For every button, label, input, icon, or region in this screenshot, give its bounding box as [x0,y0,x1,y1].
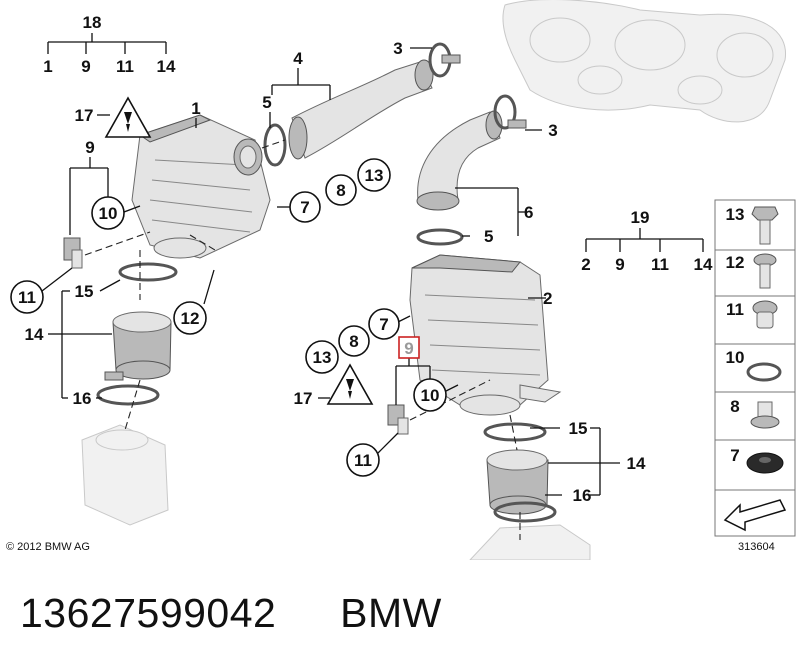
clamp-16-left [96,371,160,406]
callout-15-left: 15 [75,282,94,301]
highlighted-callout-label: 9 [404,339,413,358]
group-19-member: 14 [694,255,713,274]
svg-text:13: 13 [365,166,384,185]
throttle-body-left [81,424,169,526]
copyright-notice: © 2012 BMW AG [6,541,90,553]
svg-text:11: 11 [354,451,372,470]
legend-item-8: 8 [730,397,780,429]
svg-text:13: 13 [313,348,332,367]
brand-name: BMW [340,590,442,636]
intercooler-right [409,254,562,416]
callout-5-right: 5 [484,227,493,246]
group-19-member: 11 [651,255,669,274]
diagram-reference-number: 313604 [738,541,775,553]
charge-pipe-4 [288,59,434,160]
callout-16-left: 16 [73,389,92,408]
legend-item-10: 10 [726,348,782,382]
circle-callout-10-left: 10 [91,196,125,230]
circle-callout-8-right: 8 [338,325,370,357]
svg-text:7: 7 [300,198,309,217]
callout-16-right: 16 [573,486,592,505]
hose-clamp-3-mid [493,94,527,130]
svg-text:8: 8 [730,397,739,416]
sensor-left [63,237,83,269]
circle-callout-11-right: 11 [346,443,380,477]
sensor-right [387,404,409,435]
sleeve-14-left [112,311,172,380]
svg-text:10: 10 [726,348,745,367]
group-19-number: 19 [631,208,650,227]
group-18-number: 18 [83,13,102,32]
svg-text:11: 11 [18,288,36,307]
sleeve-14-right [486,449,549,515]
callout-2: 2 [543,289,552,308]
charge-pipe-6 [416,110,503,211]
callout-1: 1 [191,99,200,118]
svg-text:12: 12 [181,309,200,328]
circled-callouts: 7 8 13 10 11 12 7 8 [10,158,447,477]
parts-diagram: 18 1 9 11 14 19 2 9 11 14 [10,0,796,560]
group-18-bracket: 18 1 9 11 14 [43,13,176,76]
part-caption: 13627599042 BMW [20,590,442,637]
circle-callout-7-left: 7 [289,191,321,223]
leader-lines [41,47,620,496]
warning-triangle-right [326,363,374,405]
legend-item-13: 13 [726,205,779,245]
circle-callout-13-right: 13 [305,340,339,374]
part-number: 13627599042 [20,590,277,636]
clamp-16-right [493,501,557,523]
svg-text:7: 7 [379,315,388,334]
svg-text:7: 7 [730,446,739,465]
callout-14-left: 14 [25,325,44,344]
warning-triangle-left [104,96,152,138]
callout-3-top: 3 [393,39,402,58]
circle-callout-13-left: 13 [357,158,391,192]
clamp-15-left [118,262,178,282]
callout-17-left: 17 [75,106,94,125]
circle-callout-8-left: 8 [325,174,357,206]
legend-item-12: 12 [726,253,777,289]
callout-14-right: 14 [627,454,646,473]
svg-text:8: 8 [336,181,345,200]
ring-5-right [416,228,464,246]
arrow-icon [723,499,787,532]
svg-text:10: 10 [99,204,118,223]
svg-text:13: 13 [726,205,745,224]
alignment-lines [84,139,521,540]
engine-ghost [502,0,787,123]
circle-callout-12: 12 [173,301,207,335]
legend-item-11: 11 [726,300,778,329]
svg-text:12: 12 [726,253,745,272]
callout-5-left: 5 [262,93,271,112]
hardware-legend: 13 12 11 10 8 7 [714,199,796,537]
callout-3-mid: 3 [548,121,557,140]
group-19-bracket: 19 2 9 11 14 [581,208,713,274]
callout-4: 4 [293,49,303,68]
intercooler-left [131,114,271,259]
callout-17-right: 17 [294,389,313,408]
highlighted-callout-9: 9 [398,336,420,359]
circle-callout-10-right: 10 [413,378,447,412]
callout-6: 6 [524,203,533,222]
callout-numbers: 1 2 3 3 4 5 5 6 9 17 17 14 14 15 15 16 1… [25,39,646,505]
group-19-member: 2 [581,255,590,274]
group-18-member: 1 [43,57,52,76]
circle-callout-11-left: 11 [10,280,44,314]
svg-text:10: 10 [421,386,440,405]
hose-clamp-3-top [428,42,461,78]
svg-text:8: 8 [349,332,358,351]
circle-callout-7-right: 7 [368,308,400,340]
svg-text:11: 11 [726,300,744,319]
group-18-member: 14 [157,57,176,76]
ring-5-left [263,123,287,167]
callout-9-left: 9 [85,138,94,157]
group-19-member: 9 [615,255,624,274]
group-18-member: 9 [81,57,90,76]
throttle-body-right [469,524,591,560]
legend-item-7: 7 [730,446,784,474]
callout-15-right: 15 [569,419,588,438]
group-18-member: 11 [116,57,134,76]
